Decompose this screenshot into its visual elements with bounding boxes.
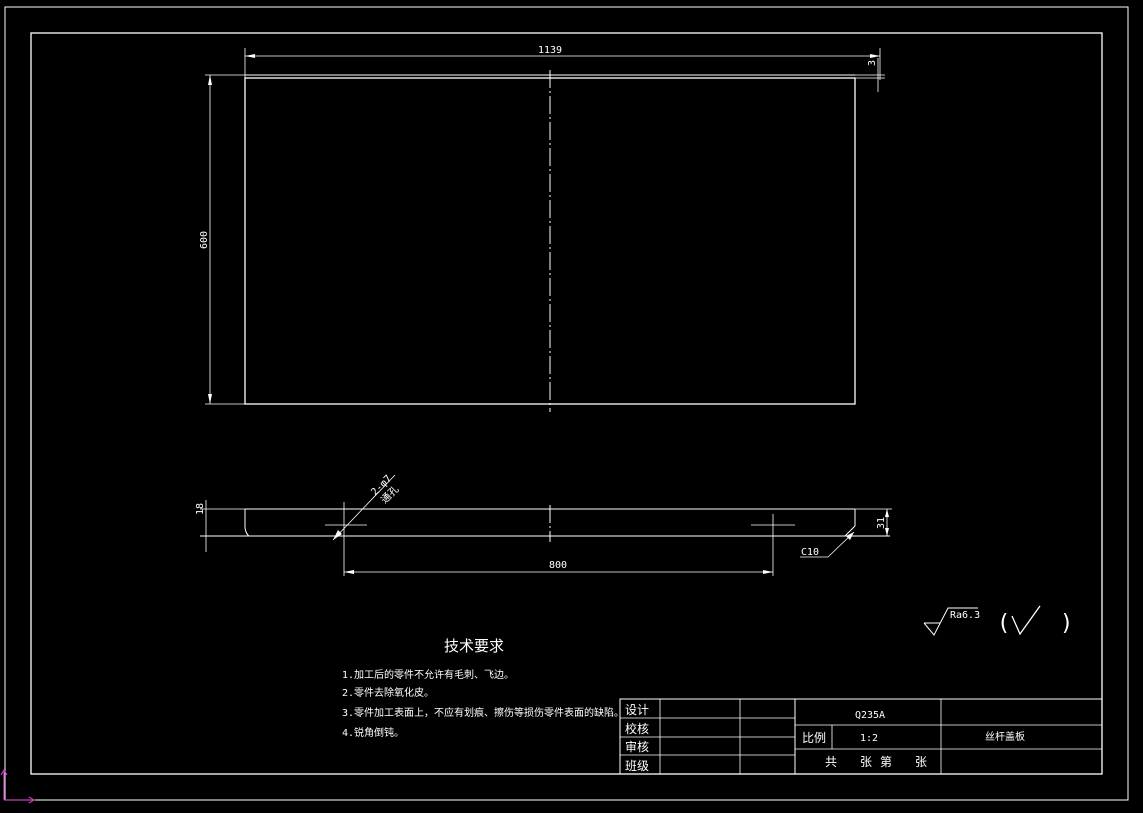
title-block: 设计 校核 审核 班级 Q235A 比例 1:2 丝杆盖板 共 张 第 张 xyxy=(619,698,1103,775)
tech-title: 技术要求 xyxy=(444,637,504,655)
tech-item-3: 3.零件加工表面上，不应有划痕、擦伤等损伤零件表面的缺陷。 xyxy=(342,706,624,719)
tech-item-2: 2.零件去除氧化皮。 xyxy=(342,686,434,699)
label-check: 校核 xyxy=(625,721,649,736)
dim-right-offset: 3 xyxy=(867,60,878,66)
dim-height: 600 xyxy=(199,231,210,249)
label-design: 设计 xyxy=(625,703,649,717)
tech-item-1: 1.加工后的零件不允许有毛刺、飞边。 xyxy=(342,668,514,681)
inner-border xyxy=(30,32,1103,775)
check-mark-icon xyxy=(1011,605,1041,636)
material: Q235A xyxy=(855,710,885,721)
roughness-bracket-open: ( xyxy=(997,611,1010,636)
sheet-unit-1: 张 xyxy=(860,755,872,769)
sheet-index: 第 xyxy=(880,755,892,769)
chamfer-label: C10 xyxy=(801,547,819,558)
tech-requirements: 技术要求 1.加工后的零件不允许有毛刺、飞边。 2.零件去除氧化皮。 3.零件加… xyxy=(342,637,624,739)
ucs-axis-icon xyxy=(0,768,36,804)
scale-label: 比例 xyxy=(802,731,826,745)
dim-side-thickness: 18 xyxy=(195,503,206,515)
sheet-total: 共 xyxy=(825,755,837,769)
dim-side-right: 31 xyxy=(876,517,887,529)
dim-side-width: 800 xyxy=(549,560,567,571)
part-name: 丝杆盖板 xyxy=(985,730,1025,743)
label-class: 班级 xyxy=(625,759,649,773)
sheet-unit-2: 张 xyxy=(915,755,927,769)
scale-value: 1:2 xyxy=(860,733,878,744)
top-view: 1139 3 600 xyxy=(199,45,885,412)
label-review: 审核 xyxy=(625,739,649,754)
outer-border xyxy=(4,6,1129,801)
roughness-symbol: Ra6.3 ( ) xyxy=(923,605,1073,636)
roughness-bracket-close: ) xyxy=(1060,611,1073,636)
dim-overall-length: 1139 xyxy=(538,45,562,56)
roughness-value: Ra6.3 xyxy=(950,610,980,621)
tech-item-4: 4.锐角倒钝。 xyxy=(342,726,404,739)
